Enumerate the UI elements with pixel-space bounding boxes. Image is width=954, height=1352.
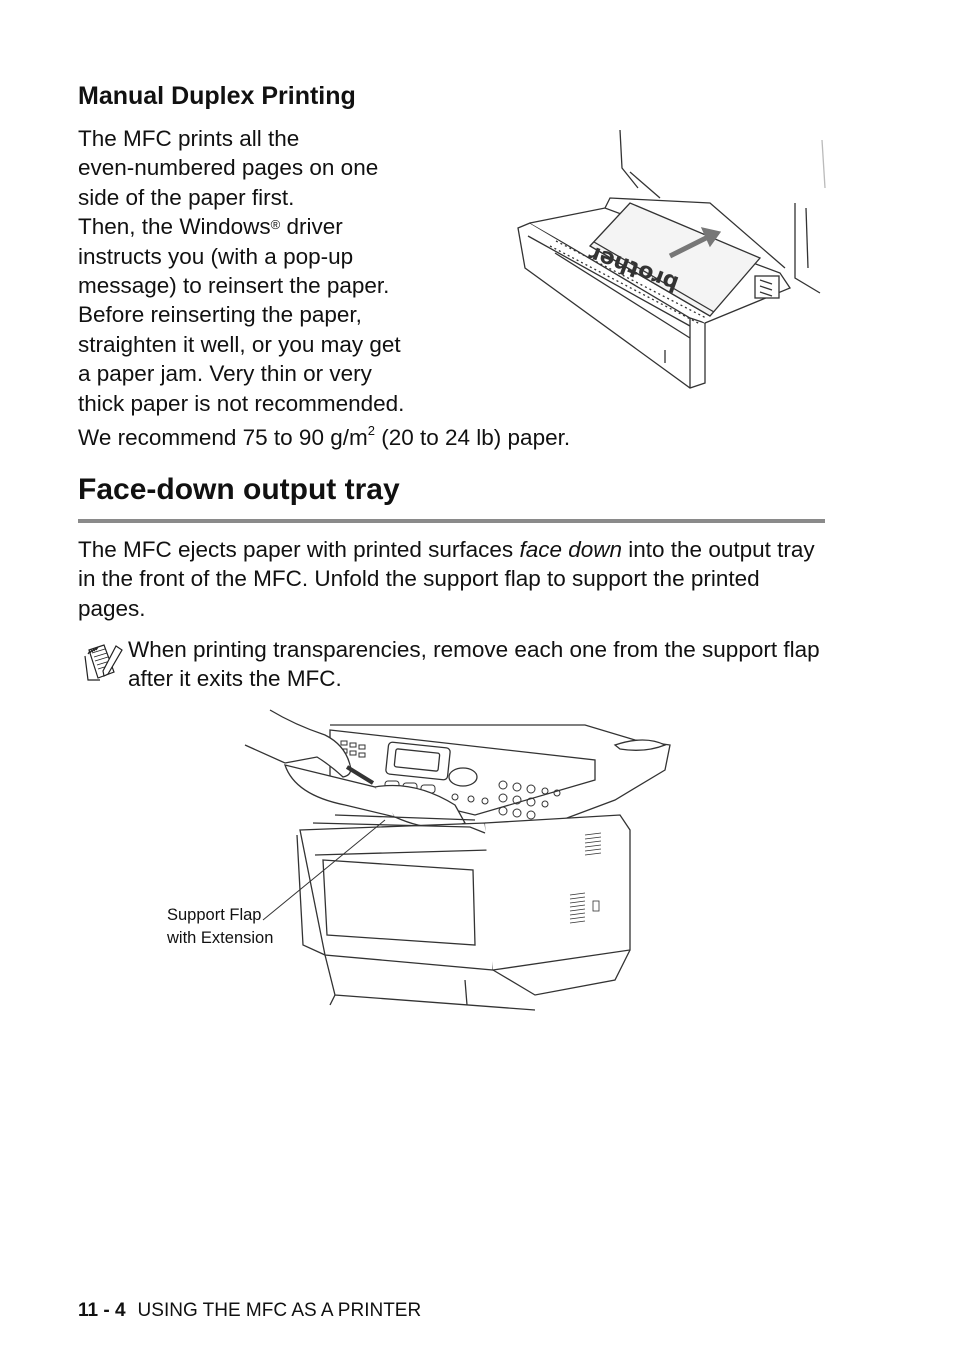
text-line: thick paper is not recommended.	[78, 390, 405, 416]
mfc-output-tray-illustration	[244, 709, 671, 1011]
squared-sup: 2	[367, 423, 375, 438]
facedown-paragraph: The MFC ejects paper with printed surfac…	[78, 535, 828, 623]
facedown-heading: Face-down output tray	[78, 473, 400, 506]
text-line: message) to reinsert the paper.	[78, 273, 390, 299]
italic-text: face down	[519, 537, 623, 562]
paper-tray-illustration: brother	[517, 129, 826, 389]
text-line: a paper jam. Very thin or very	[78, 361, 372, 387]
text-line: side of the paper first.	[78, 184, 295, 210]
note-pad-icon	[84, 644, 123, 681]
support-flap-callout: Support Flap with Extension	[167, 904, 273, 950]
callout-line: with Extension	[167, 929, 274, 947]
driver-text: driver	[280, 214, 343, 240]
text-line: straighten it well, or you may get	[78, 331, 401, 357]
duplex-paragraph: The MFC prints all the even-numbered pag…	[78, 124, 404, 418]
callout-line: Support Flap	[167, 906, 262, 924]
registered-mark: ®	[270, 217, 281, 233]
chapter-title: USING THE MFC AS A PRINTER	[137, 1300, 422, 1321]
recommend-text: We recommend 75 to 90 g/m	[78, 425, 368, 450]
text-line: Then, the Windows® driver	[78, 212, 404, 241]
body-text: The MFC ejects paper with printed surfac…	[78, 537, 520, 562]
heading-rule	[78, 519, 825, 523]
recommend-suffix: (20 to 24 lb) paper.	[374, 425, 571, 450]
body-text-end: into the output tray in the front of the…	[78, 537, 815, 621]
text-line: The MFC prints all the	[78, 126, 300, 151]
page-footer: 11 - 4 USING THE MFC AS A PRINTER	[78, 1300, 421, 1322]
text-line: Before reinserting the paper,	[78, 302, 362, 328]
note-text: When printing transparencies, remove eac…	[128, 637, 820, 692]
section-heading: Manual Duplex Printing	[78, 82, 356, 110]
paper-recommendation: We recommend 75 to 90 g/m2 (20 to 24 lb)…	[78, 423, 571, 451]
text-line: instructs you (with a pop-up	[78, 243, 354, 269]
text-line: even-numbered pages on one	[78, 155, 379, 181]
page-number: 11 - 4	[78, 1300, 126, 1321]
windows-text: Then, the Windows	[78, 214, 271, 240]
